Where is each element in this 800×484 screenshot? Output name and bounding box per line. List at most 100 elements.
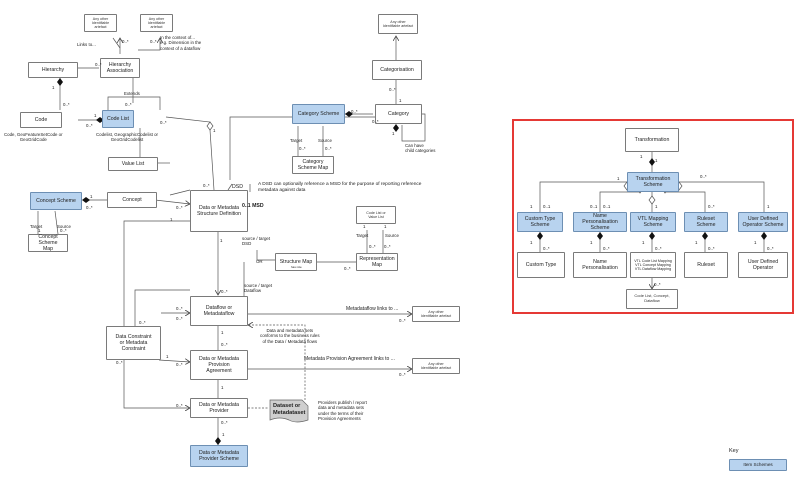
any-identifiable-box-2: Any other Identifiable artefact bbox=[140, 14, 173, 32]
code-subtypes-label: Code, GeoFeatureSetCode or GeoGridCode bbox=[4, 132, 63, 143]
cat-source-label: Source bbox=[318, 138, 332, 143]
provision-links-label: Metadata Provision Agreement links to ..… bbox=[304, 356, 395, 362]
multiplicity-label: 0..* bbox=[176, 306, 183, 311]
multiplicity-label: 1 bbox=[90, 194, 93, 199]
vtl-mappings-box[interactable]: VTL Code List Mapping VTL Concept Mappin… bbox=[630, 252, 676, 278]
ruleset-box[interactable]: Ruleset bbox=[684, 252, 728, 278]
any-identifiable-box-1: Any other Identifiable artefact bbox=[84, 14, 117, 32]
transformation-box[interactable]: Transformation bbox=[625, 128, 679, 152]
multiplicity-label: 1 bbox=[166, 354, 169, 359]
multiplicity-label: 0..1 bbox=[543, 204, 551, 209]
hierarchy-association-box[interactable]: Hierarchy Association bbox=[100, 58, 140, 78]
multiplicity-label: 1 bbox=[384, 224, 387, 229]
multiplicity-label: 0..* bbox=[221, 420, 228, 425]
categorisation-box[interactable]: Categorisation bbox=[372, 60, 422, 80]
conforms-note: Data and metadata sets conforms to the b… bbox=[260, 328, 320, 344]
multiplicity-label: 1 bbox=[38, 228, 41, 233]
multiplicity-label: 1 bbox=[642, 240, 645, 245]
transformation-scheme-box[interactable]: Transformation Scheme bbox=[627, 172, 679, 192]
source-target-dsd-label: source / target DSD bbox=[242, 236, 271, 247]
multiplicity-label: 1 bbox=[52, 85, 55, 90]
multiplicity-label: 0..* bbox=[203, 183, 210, 188]
transformation-highlight-frame bbox=[512, 119, 794, 314]
dsd-note: A DSD can optionally reference a MSD for… bbox=[258, 182, 422, 193]
udo-scheme-box[interactable]: User Defined Operator Scheme bbox=[738, 212, 788, 232]
multiplicity-label: 1 bbox=[640, 154, 643, 159]
representation-map-box[interactable]: Representation Map bbox=[356, 253, 398, 271]
custom-type-box[interactable]: Custom Type bbox=[517, 252, 565, 278]
extends-label: Extends bbox=[124, 91, 140, 96]
multiplicity-label: 0..* bbox=[160, 120, 167, 125]
multiplicity-label: 1 bbox=[363, 224, 366, 229]
multiplicity-label: 1 bbox=[94, 113, 97, 118]
multiplicity-label: 0..* bbox=[655, 246, 662, 251]
or-label: OR bbox=[256, 259, 263, 264]
structure-map-box[interactable]: Structure Map bbox=[275, 253, 317, 271]
dataset-shape bbox=[269, 399, 309, 423]
multiplicity-label: 0..* bbox=[708, 204, 715, 209]
multiplicity-label: 1 bbox=[222, 432, 225, 437]
custom-type-scheme-box[interactable]: Custom Type Scheme bbox=[517, 212, 563, 232]
category-box[interactable]: Category bbox=[375, 104, 422, 124]
multiplicity-label: 0..* bbox=[86, 205, 93, 210]
multiplicity-label: 0..* bbox=[86, 123, 93, 128]
multiplicity-label: 0..* bbox=[344, 266, 351, 271]
udo-box[interactable]: User Defined Operator bbox=[738, 252, 788, 278]
multiplicity-label: 0..* bbox=[603, 246, 610, 251]
multiplicity-label: 0..* bbox=[95, 62, 102, 67]
cat-target-label: Target bbox=[290, 138, 303, 143]
multiplicity-label: 0..* bbox=[221, 289, 228, 294]
dsd-box[interactable]: Data or Metadata Structure Definition bbox=[190, 190, 248, 232]
multiplicity-label: 0..* bbox=[543, 246, 550, 251]
vtl-mapping-scheme-box[interactable]: VTL Mapping Scheme bbox=[630, 212, 676, 232]
any-identifiable-box-4: Any other Identifiable artefact bbox=[412, 306, 460, 322]
category-scheme-map-box[interactable]: Category Scheme Map bbox=[292, 156, 334, 174]
hierarchy-box[interactable]: Hierarchy bbox=[28, 62, 78, 78]
dataflow-box[interactable]: Dataflow or Metadataflow bbox=[190, 296, 248, 326]
multiplicity-label: 1 bbox=[392, 131, 395, 136]
provision-agreement-box[interactable]: Data or Metadata Provision Agreement bbox=[190, 350, 248, 380]
code-box[interactable]: Code bbox=[20, 112, 62, 128]
providers-publish-note: Providers publish / report data and meta… bbox=[318, 400, 367, 421]
multiplicity-label: 0..* bbox=[139, 320, 146, 325]
multiplicity-label: 1 bbox=[655, 204, 658, 209]
category-scheme-box[interactable]: Category Scheme bbox=[292, 104, 345, 124]
multiplicity-label: 1 bbox=[590, 240, 593, 245]
multiplicity-label: 0..* bbox=[700, 174, 707, 179]
codelist-subtypes-label: Codelist, GeographicCodelist or GeoGridC… bbox=[96, 132, 158, 143]
multiplicity-label: 0..* bbox=[389, 87, 396, 92]
provider-box[interactable]: Data or Metadata Provider bbox=[190, 398, 248, 418]
dataset-label: Dataset or Metadataset bbox=[273, 403, 306, 416]
concept-scheme-map-box[interactable]: Concept Scheme Map bbox=[28, 234, 68, 252]
concept-box[interactable]: Concept bbox=[107, 192, 157, 208]
key-title: Key bbox=[729, 448, 739, 454]
multiplicity-label: 0..* bbox=[299, 146, 306, 151]
value-list-box[interactable]: Value List bbox=[108, 157, 158, 171]
source-target-dataflow-label: source / target Dataflow bbox=[244, 283, 273, 294]
multiplicity-label: 1 bbox=[754, 240, 757, 245]
child-categories-label: Can have child categories bbox=[405, 143, 436, 154]
multiplicity-label: 0..* bbox=[125, 102, 132, 107]
code-list-or-value-list-box: Code List or Value List bbox=[356, 206, 396, 224]
name-personalisation-box[interactable]: Name Personalisation bbox=[573, 252, 627, 278]
multiplicity-label: 1 bbox=[221, 330, 224, 335]
multiplicity-label: 0..* bbox=[399, 372, 406, 377]
has-role-label: has role bbox=[291, 265, 302, 269]
links-to-label: Links to... bbox=[77, 42, 96, 47]
provider-scheme-box[interactable]: Data or Metadata Provider Scheme bbox=[190, 445, 248, 467]
multiplicity-label: 0..* bbox=[369, 244, 376, 249]
ruleset-scheme-box[interactable]: Ruleset Scheme bbox=[684, 212, 728, 232]
concept-scheme-box[interactable]: Concept Scheme bbox=[30, 192, 82, 210]
rep-target-label: Target bbox=[356, 233, 369, 238]
any-identifiable-box-3: Any other Identifiable artefact bbox=[378, 14, 418, 34]
constraint-box[interactable]: Data Constraint or Metadata Constraint bbox=[106, 326, 161, 360]
multiplicity-label: 1 bbox=[530, 240, 533, 245]
code-list-box[interactable]: Code List bbox=[102, 110, 134, 128]
multiplicity-label: 1 bbox=[213, 128, 216, 133]
msd-role-label: 0..1 MSD bbox=[242, 203, 264, 209]
multiplicity-label: 1 bbox=[767, 204, 770, 209]
multiplicity-label: 0..* bbox=[221, 342, 228, 347]
name-personalisation-scheme-box[interactable]: Name Personalisation Scheme bbox=[573, 212, 627, 232]
multiplicity-label: 0..* bbox=[767, 246, 774, 251]
multiplicity-label: 0..* bbox=[122, 39, 129, 44]
